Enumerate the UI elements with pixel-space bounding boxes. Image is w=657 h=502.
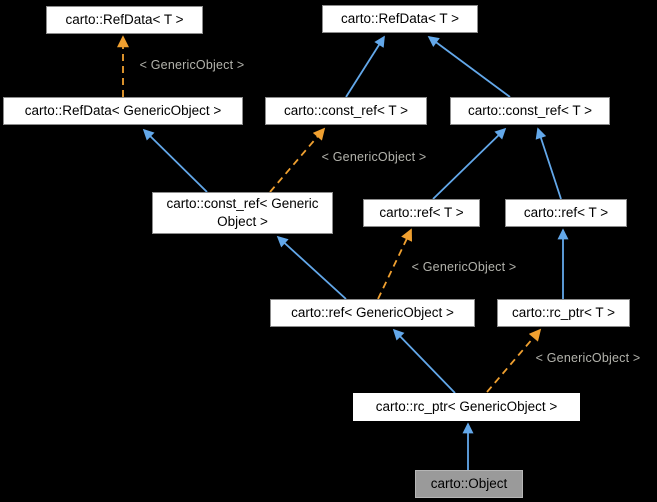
edge-label-generic-object: < GenericObject > (411, 260, 517, 274)
edge-constref-go-to-constref-t-1 (269, 127, 326, 193)
node-label: carto::ref< T > (523, 205, 609, 221)
edge-label-generic-object: < GenericObject > (535, 351, 641, 365)
node-constref-go[interactable]: carto::const_ref< Generic Object > (152, 192, 333, 234)
edges-group (117, 35, 569, 470)
edge-ref-t-1-to-constref-t-2 (432, 127, 507, 200)
node-label: carto::ref< GenericObject > (291, 305, 454, 321)
node-ref-t-2[interactable]: carto::ref< T > (505, 199, 627, 227)
edge-ref-t-2-to-constref-t-2 (535, 127, 562, 200)
node-label: carto::RefData< GenericObject > (24, 103, 222, 119)
edge-constref-go-to-refdata-go (142, 128, 208, 193)
node-label: carto::const_ref< T > (283, 103, 409, 119)
node-ref-t-1[interactable]: carto::ref< T > (363, 199, 480, 227)
edge-rcptr-go-to-rcptr-t (486, 328, 542, 393)
node-object[interactable]: carto::Object (415, 470, 523, 498)
node-rcptr-go[interactable]: carto::rc_ptr< GenericObject > (353, 393, 580, 421)
edge-ref-go-to-constref-go (276, 235, 347, 300)
edge-label-generic-object: < GenericObject > (139, 58, 245, 72)
node-label: carto::const_ref< T > (467, 103, 593, 119)
node-ref-go[interactable]: carto::ref< GenericObject > (270, 299, 475, 327)
node-label: carto::rc_ptr< GenericObject > (375, 399, 558, 415)
node-rcptr-t[interactable]: carto::rc_ptr< T > (497, 299, 630, 327)
edge-label-generic-object: < GenericObject > (321, 150, 427, 164)
node-label: carto::const_ref< Generic Object > (166, 196, 319, 229)
node-refdata-t-1[interactable]: carto::RefData< T > (46, 6, 203, 34)
edge-rcptr-go-to-ref-go (392, 328, 456, 394)
node-refdata-go[interactable]: carto::RefData< GenericObject > (3, 97, 243, 125)
node-constref-t-2[interactable]: carto::const_ref< T > (450, 97, 610, 125)
node-label: carto::rc_ptr< T > (511, 305, 616, 321)
node-refdata-t-2[interactable]: carto::RefData< T > (322, 5, 478, 33)
node-constref-t-1[interactable]: carto::const_ref< T > (265, 97, 427, 125)
edge-constref-t-2-to-refdata-t-2 (427, 36, 511, 98)
node-label: carto::RefData< T > (340, 11, 460, 27)
node-label: carto::RefData< T > (65, 12, 184, 28)
node-label: carto::ref< T > (379, 205, 464, 221)
edge-ref-go-to-ref-t-1 (377, 228, 413, 300)
node-label: carto::Object (430, 476, 508, 492)
edge-constref-t-1-to-refdata-t-2 (345, 35, 385, 98)
